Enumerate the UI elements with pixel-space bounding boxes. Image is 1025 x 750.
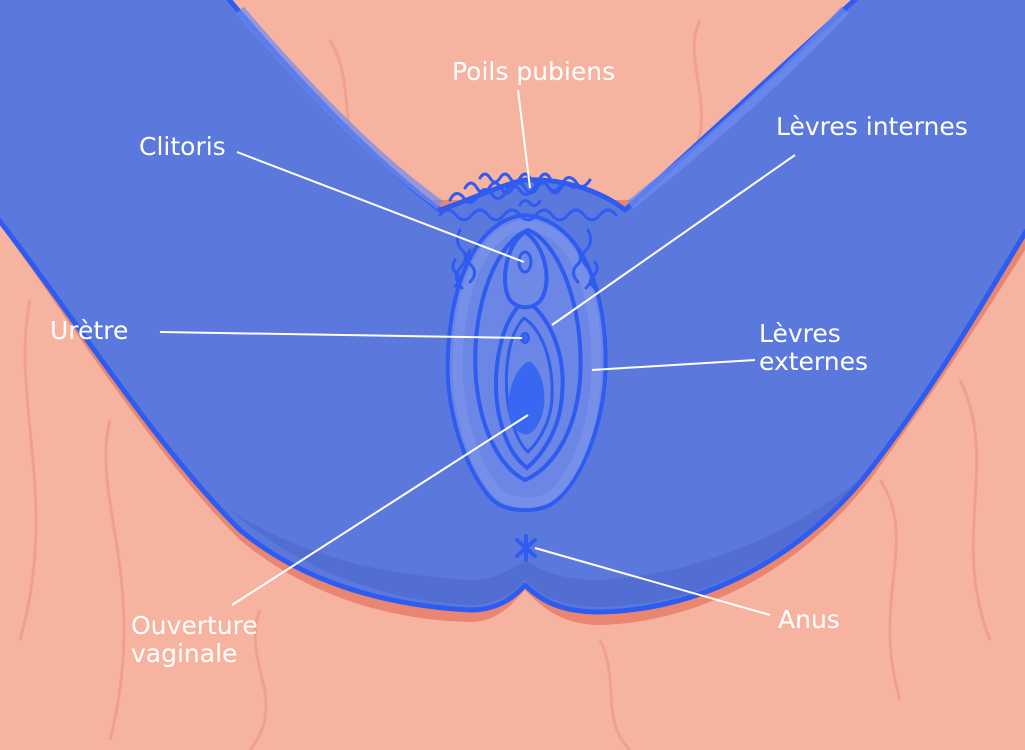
label-levres-externes: Lèvres externes	[759, 320, 868, 376]
label-uretre-text: Urètre	[50, 316, 129, 345]
leader-line-levres-externes	[591, 359, 756, 371]
label-poils-pubiens: Poils pubiens	[452, 58, 615, 86]
lower-shading	[230, 480, 860, 607]
label-levres-internes-text: Lèvres internes	[776, 112, 968, 141]
label-ouverture-vaginale-line1: Ouverture	[131, 611, 258, 640]
leader-line-ouverture-vaginale	[231, 414, 529, 606]
urethra-opening	[520, 332, 530, 344]
leg-highlight-left	[236, 6, 443, 210]
label-poils-pubiens-text: Poils pubiens	[452, 57, 616, 86]
label-levres-externes-line2: externes	[759, 347, 869, 376]
leg-highlight-right	[626, 6, 849, 209]
label-clitoris: Clitoris	[139, 133, 226, 161]
leader-lines	[159, 89, 796, 616]
inner-labia-inner-line	[504, 316, 554, 455]
label-uretre: Urètre	[50, 317, 128, 345]
pubic-hair	[438, 172, 618, 290]
inner-labia-middle-line	[494, 297, 565, 471]
clitoris-glans	[517, 250, 533, 274]
label-clitoris-text: Clitoris	[139, 132, 226, 161]
vaginal-opening	[508, 361, 545, 435]
outer-labia-glow	[452, 219, 602, 508]
leader-line-anus	[534, 547, 771, 616]
inner-labia-outer-line	[473, 227, 583, 483]
label-levres-externes-line1: Lèvres	[759, 319, 841, 348]
label-anus-text: Anus	[778, 605, 840, 634]
leader-line-clitoris	[236, 151, 525, 263]
leader-line-levres-internes	[551, 154, 796, 326]
label-ouverture-vaginale-line2: vaginale	[131, 639, 238, 668]
label-anus: Anus	[778, 606, 840, 634]
label-levres-internes: Lèvres internes	[776, 113, 968, 141]
leader-line-uretre	[159, 331, 523, 339]
leader-line-poils-pubiens	[517, 89, 531, 189]
label-ouverture-vaginale: Ouverture vaginale	[131, 612, 258, 668]
anus-mark	[515, 534, 537, 562]
